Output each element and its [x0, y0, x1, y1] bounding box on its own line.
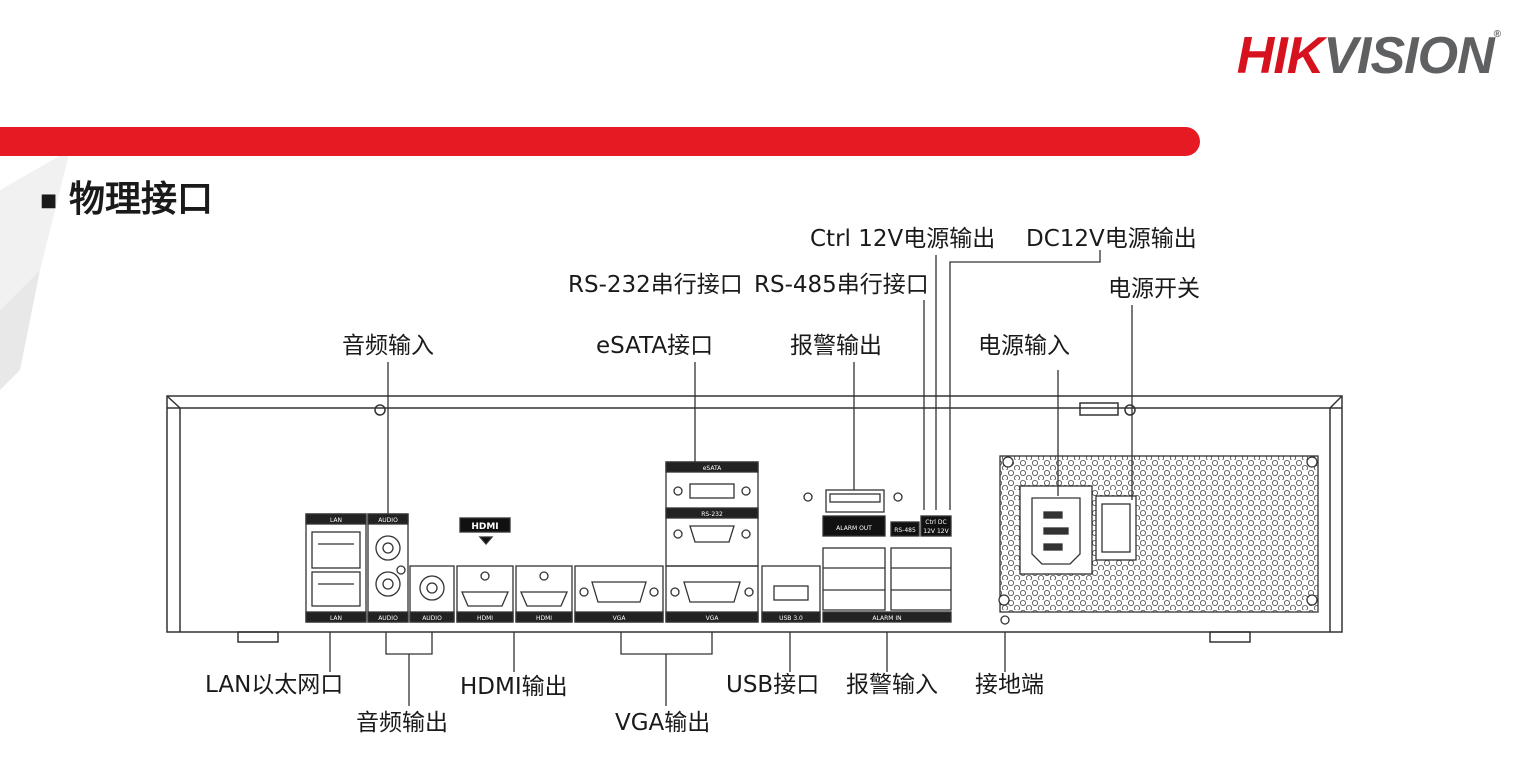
- power-supply-area: [998, 455, 1319, 625]
- callout-lines: [329, 250, 1133, 706]
- label-alarm-out: 报警输出: [790, 333, 882, 359]
- label-power-switch: 电源开关: [1108, 276, 1200, 302]
- panel-mark-hdmi2: HDMI: [536, 615, 552, 622]
- bullet-icon: ■: [40, 190, 58, 212]
- panel-mark-rs485: RS-485: [894, 527, 916, 534]
- background-decoration: [0, 150, 70, 390]
- alarm-terminal-blocks: [803, 489, 952, 623]
- label-dc12v-output: DC12V电源输出: [1026, 226, 1197, 252]
- label-audio-out: 音频输出: [356, 710, 448, 736]
- panel-mark-ctrl-dc: Ctrl DC: [925, 519, 946, 526]
- audio-ports: [367, 513, 455, 623]
- label-usb: USB接口: [726, 672, 820, 698]
- panel-mark-audio-bottom: AUDIO: [378, 615, 398, 622]
- panel-mark-hdmi1: HDMI: [477, 615, 493, 622]
- panel-mark-audio-top: AUDIO: [378, 517, 398, 524]
- chassis: [166, 395, 1343, 643]
- hdmi-ports: [456, 517, 573, 623]
- panel-mark-hdmi-logo: HDMI: [471, 522, 498, 532]
- panel-mark-12v: 12V 12V: [923, 528, 949, 535]
- esata-rs232-block: [665, 461, 759, 567]
- panel-mark-alarm-in: ALARM IN: [872, 615, 901, 622]
- label-power-in: 电源输入: [978, 333, 1070, 359]
- panel-mark-vga2: VGA: [706, 615, 720, 622]
- panel-mark-alarm-out: ALARM OUT: [836, 525, 872, 532]
- label-audio-in: 音频输入: [342, 333, 434, 359]
- usb-port: [761, 565, 821, 623]
- label-vga-out: VGA输出: [615, 710, 711, 736]
- label-esata: eSATA接口: [596, 333, 714, 359]
- label-ctrl-12v-output: Ctrl 12V电源输出: [810, 226, 996, 252]
- lan-port: [305, 513, 367, 623]
- panel-mark-lan-bottom: LAN: [330, 615, 342, 622]
- panel-mark-esata: eSATA: [703, 465, 722, 472]
- label-ground: 接地端: [975, 672, 1044, 698]
- label-alarm-in: 报警输入: [846, 672, 938, 698]
- label-rs485: RS-485串行接口: [754, 272, 929, 298]
- section-title: ■物理接口: [40, 179, 214, 220]
- panel-mark-usb: USB 3.0: [779, 615, 803, 622]
- label-rs232: RS-232串行接口: [568, 272, 743, 298]
- vga-ports: [574, 565, 759, 623]
- panel-mark-lan-top: LAN: [330, 517, 342, 524]
- header-red-bar: [0, 127, 1200, 156]
- label-lan: LAN以太网口: [205, 672, 344, 698]
- panel-mark-rs232: RS-232: [701, 511, 723, 518]
- panel-mark-vga1: VGA: [613, 615, 627, 622]
- hikvision-logo: HIKVISION®: [1236, 27, 1501, 85]
- panel-mark-audio-extra: AUDIO: [422, 615, 442, 622]
- label-hdmi-out: HDMI输出: [460, 674, 568, 700]
